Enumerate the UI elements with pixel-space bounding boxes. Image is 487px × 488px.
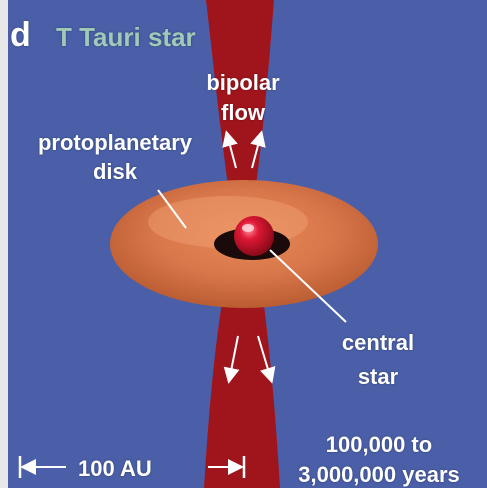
timescale-label: 100,000 to 3,000,000 years bbox=[272, 430, 486, 488]
central-star-label: central star bbox=[328, 326, 428, 394]
left-border bbox=[0, 0, 8, 488]
bipolar-flow-label-line-1: bipolar bbox=[206, 70, 280, 95]
scale-bar-label: 100 AU bbox=[78, 456, 152, 481]
timescale-line-2: 3,000,000 years bbox=[298, 462, 460, 487]
timescale-line-1: 100,000 to bbox=[325, 432, 433, 457]
panel-letter: d bbox=[10, 16, 31, 54]
flow-arrow-down-left bbox=[223, 335, 240, 384]
star-leader-line bbox=[269, 249, 347, 323]
lower-jet bbox=[204, 290, 280, 488]
bipolar-flow-label: bipolar flow bbox=[198, 68, 288, 128]
protoplanetary-disk-label: protoplanetary disk bbox=[10, 128, 220, 186]
central-star bbox=[234, 216, 274, 256]
disk-leader-line bbox=[157, 189, 187, 229]
star-label-line-1: central bbox=[341, 330, 415, 355]
flow-arrow-up-right bbox=[250, 130, 266, 169]
star-glint bbox=[242, 224, 254, 232]
diagram-panel: d T Tauri star bipolar flow protoplaneta… bbox=[8, 0, 487, 488]
diagram-art bbox=[8, 0, 487, 488]
disk-label-line-1: protoplanetary bbox=[37, 130, 193, 155]
flow-arrow-up-left bbox=[222, 130, 238, 169]
flow-arrow-down-right bbox=[257, 335, 276, 384]
bipolar-flow-label-line-2: flow bbox=[221, 100, 265, 125]
disk-label-line-2: disk bbox=[92, 159, 138, 184]
star-label-line-2: star bbox=[357, 364, 399, 389]
diagram-title: T Tauri star bbox=[56, 22, 196, 52]
